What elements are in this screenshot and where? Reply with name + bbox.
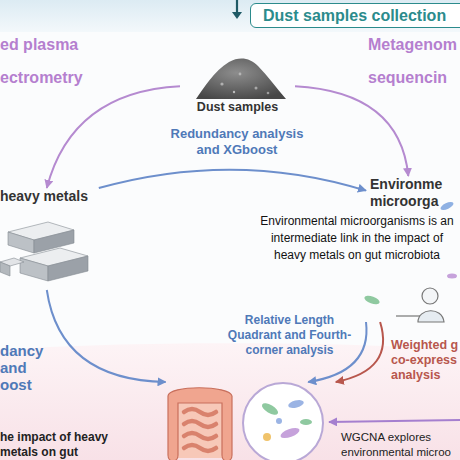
decor-shape <box>260 401 280 417</box>
decor-shape <box>439 200 454 211</box>
decor-shape <box>255 87 258 90</box>
dust-pile <box>196 59 286 99</box>
decor-shape <box>263 433 271 441</box>
flow-line <box>236 0 238 14</box>
decor-shape <box>422 288 438 304</box>
band-caption: he impact of heavy metals on gut <box>0 430 125 459</box>
node-label: Dust samples <box>180 100 295 115</box>
decor-shape <box>196 59 286 99</box>
flow-head <box>232 12 242 19</box>
edge-label: Weighted g co-express analysis <box>391 338 460 383</box>
edge-label: Metagenom sequencin <box>368 28 460 94</box>
decor-shape <box>279 426 301 440</box>
incoming-arrow <box>329 420 460 422</box>
decor-shape <box>447 274 457 279</box>
decor-shape <box>233 91 235 93</box>
edge-label: Relative Length Quadrant and Fourth-corn… <box>222 313 357 358</box>
flow-arrow <box>47 290 166 382</box>
decor-shape <box>220 82 223 85</box>
microbiota-circle <box>243 383 323 460</box>
collection-bar: Dust samples collection <box>250 3 460 28</box>
decor-shape <box>239 73 242 76</box>
decor-shape <box>48 256 88 281</box>
decor-shape <box>276 418 282 424</box>
gut-illustration <box>168 388 232 460</box>
decor-shape <box>267 92 270 95</box>
decor-shape <box>363 294 380 306</box>
edge-label: Redundancy analysis and XGboost <box>162 126 312 158</box>
decor-shape <box>0 262 10 276</box>
node-label: heavy metals <box>0 188 104 205</box>
decor-shape <box>418 311 444 322</box>
decor-shape <box>8 232 34 253</box>
metal-bars <box>0 222 88 281</box>
decor-shape <box>168 388 232 460</box>
band-caption: WGCNA explores environmental microo <box>341 430 460 459</box>
decor-shape <box>184 409 216 451</box>
flow-arrow <box>99 170 366 191</box>
sample-node: Dust samples <box>180 50 295 116</box>
edge-label: dancy and oost <box>0 342 58 393</box>
flow-arrow <box>295 86 408 176</box>
flow-arrow <box>47 86 180 188</box>
decor-shape <box>300 419 312 425</box>
metal-node: heavy metals <box>0 188 104 290</box>
node-label: Environme microorga <box>370 176 460 210</box>
decor-shape <box>20 258 48 281</box>
decor-shape <box>243 383 323 460</box>
gut-band: he impact of heavy metals on gut WGCNA ex… <box>0 382 460 460</box>
step-title: Dust samples collection <box>263 6 460 25</box>
edge-label: ed plasma ectrometry <box>0 28 100 94</box>
decor-shape <box>178 400 222 458</box>
decor-shape <box>287 399 304 410</box>
annotation-note: Environmental microorganisms is an inter… <box>257 213 457 264</box>
decor-shape <box>396 315 420 316</box>
